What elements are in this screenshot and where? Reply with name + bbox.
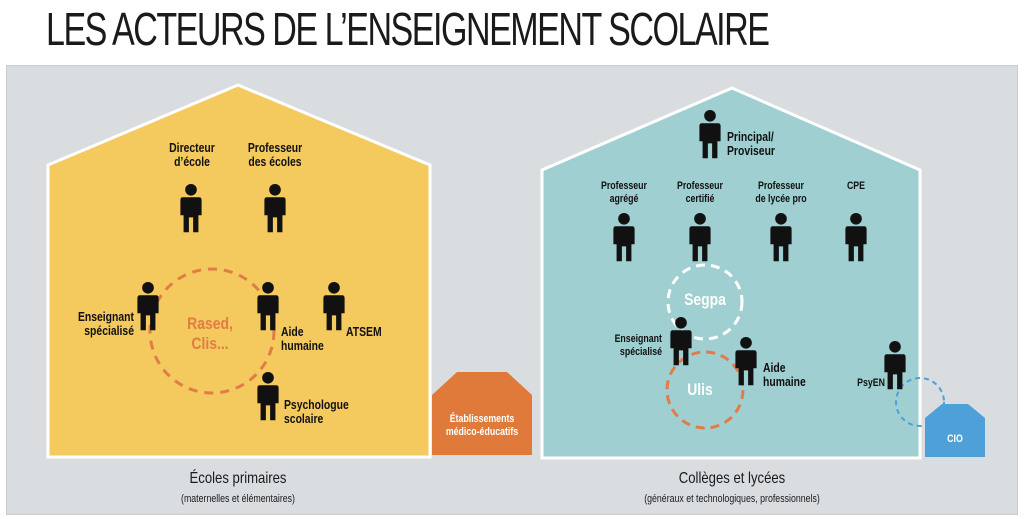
primary-subcaption: (maternelles et élémentaires) — [181, 493, 295, 505]
enseignant-specialise-label: Enseignant spécialisé — [77, 309, 134, 338]
professeur-agrege-label: Professeur agrégé — [601, 180, 647, 205]
ulis-label: Ulis — [687, 380, 713, 399]
principal-label: Principal/ Proviseur — [727, 129, 775, 158]
professeur-lycee-pro-label: Professeur de lycée pro — [755, 180, 807, 205]
aide-humaine-secondary-label: Aide humaine — [763, 360, 806, 389]
psyen-label: PsyEN — [857, 377, 885, 389]
page-title: LES ACTEURS DE L’ENSEIGNEMENT SCOLAIRE — [46, 3, 770, 55]
secondary-subcaption: (généraux et technologiques, professionn… — [644, 493, 820, 505]
professeur-ecoles-label: Professeur des écoles — [247, 140, 303, 169]
directeur-label: Directeur d’école — [169, 140, 215, 169]
medico-educatif-house — [432, 372, 532, 455]
segpa-circle — [666, 263, 744, 341]
cio-label: CIO — [947, 433, 963, 445]
cio-house — [925, 404, 985, 457]
psyen-circle — [895, 377, 945, 427]
enseignant-specialise-secondary-label: Enseignant spécialisé — [614, 333, 662, 358]
segpa-label: Segpa — [684, 290, 726, 309]
ulis-circle — [665, 350, 745, 430]
psychologue-label: Psychologue scolaire — [284, 397, 349, 426]
atsem-label: ATSEM — [346, 324, 382, 339]
primary-caption: Écoles primaires — [189, 470, 287, 487]
cpe-label: CPE — [846, 180, 866, 192]
secondary-caption: Collèges et lycées — [678, 470, 786, 487]
secondary-school-house — [540, 86, 922, 460]
aide-humaine-label: Aide humaine — [281, 324, 324, 353]
primary-school-house — [46, 83, 432, 459]
rased-circle — [148, 267, 276, 395]
rased-clis-label: Rased, Clis... — [187, 314, 233, 353]
professeur-certifie-label: Professeur certifié — [677, 180, 723, 205]
medico-educatifs-label: Établissements médico-éducatifs — [445, 413, 519, 438]
